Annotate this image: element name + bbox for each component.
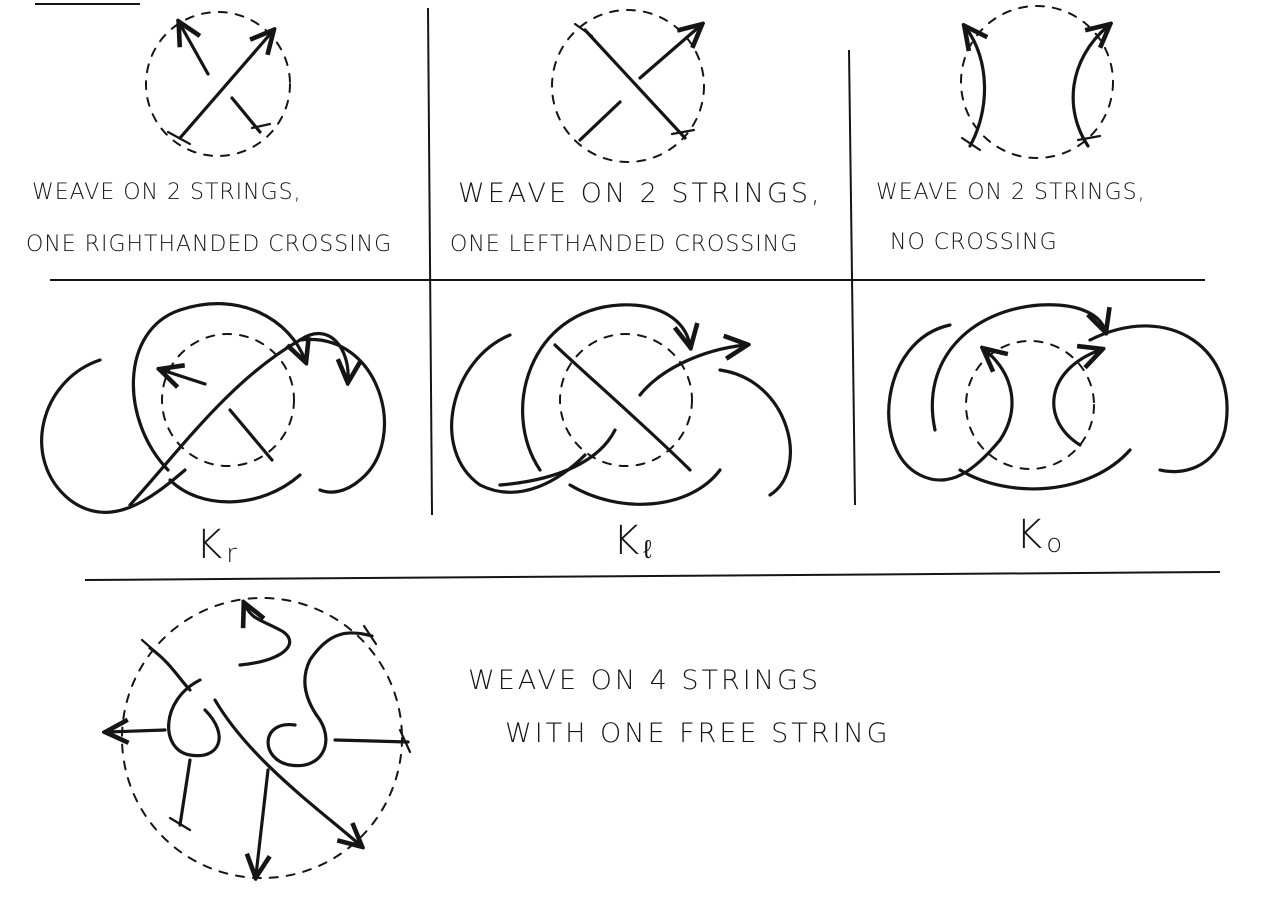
boundary-circle [121, 597, 403, 879]
bottom-arc [958, 448, 1132, 491]
strand-tick-2 [250, 122, 272, 130]
left-exit [108, 730, 167, 732]
upper-arc [930, 303, 1105, 432]
right-strand [1071, 26, 1108, 148]
under-strand-a [638, 26, 700, 80]
diagonal-strand [213, 698, 360, 845]
outer-loop-left [887, 323, 1002, 482]
weave-boundary [965, 340, 1095, 470]
outer-loop-right [718, 368, 792, 497]
under-strand-a [180, 24, 210, 76]
weave-lefthanded-crossing [551, 9, 705, 163]
left-strand [966, 28, 985, 148]
knot-k0 [887, 303, 1229, 491]
caption-weave-l-line1: WEAVE ON 2 STRINGS, [458, 178, 823, 209]
upper-loop [131, 302, 305, 472]
bottom-middle-strand [256, 768, 268, 875]
strand-tick-4 [362, 624, 378, 646]
right-free-strand [333, 738, 410, 744]
strand-tick-2 [670, 128, 696, 136]
knot-kr [40, 302, 386, 514]
boundary-circle [960, 5, 1114, 159]
weave-boundary [161, 333, 295, 467]
strand-tick-1 [573, 22, 594, 38]
outer-loop-right [1088, 324, 1229, 474]
upper-left-strand [148, 646, 192, 692]
label-kr-sub: r [226, 539, 237, 569]
boundary-circle [145, 11, 291, 157]
knot-kl [450, 303, 792, 506]
weave-boundary [559, 333, 693, 467]
main-crossing-strand [128, 332, 348, 507]
outer-loop-left [40, 358, 187, 514]
grid-rules [35, 3, 1221, 581]
strand-tick-2 [1076, 134, 1102, 142]
caption-weave-l-line2: ONE LEFTHANDED CROSSING [450, 232, 799, 257]
bottom-arc [568, 468, 722, 506]
label-k0-sub: o [1046, 529, 1063, 559]
caption-weave-r-line1: WEAVE ON 2 STRINGS, [32, 180, 302, 205]
lower-loop [498, 428, 617, 487]
caption-weave-0-line2: NO CROSSING [890, 230, 1058, 255]
horizontal-divider-lower [84, 571, 1221, 581]
caption-weave4-line2: WITH ONE FREE STRING [505, 718, 891, 749]
label-kl-sub: ℓ [643, 535, 652, 565]
weave-four-strings [108, 597, 412, 879]
boundary-circle [551, 9, 705, 163]
label-kr-base: K [196, 522, 223, 568]
inner-under-strand [228, 408, 274, 462]
caption-weave-0-line1: WEAVE ON 2 STRINGS, [876, 180, 1146, 205]
over-strand [178, 32, 272, 140]
bottom-left-strand [178, 758, 192, 827]
top-strand [238, 605, 292, 667]
strand-tick-1 [168, 816, 192, 832]
outer-loop-right [298, 337, 386, 494]
vertical-divider-1 [427, 7, 433, 516]
inner-tail [162, 370, 207, 384]
strand-tick-1 [166, 130, 192, 146]
strand-tick-1 [960, 136, 982, 152]
caption-weave-r-line2: ONE RIGHTHANDED CROSSING [26, 232, 393, 257]
main-crossing-strand [553, 343, 692, 472]
vertical-divider-2 [848, 49, 856, 506]
weave-no-crossing [960, 5, 1114, 159]
upper-loop [521, 303, 690, 472]
over-strand [583, 28, 687, 140]
inner-left-strand [985, 350, 1014, 442]
outer-loop-left [450, 333, 587, 494]
label-k0-base: K [1016, 512, 1043, 558]
lower-loop [168, 473, 302, 504]
right-loop [266, 631, 374, 768]
strand-tick-3 [140, 638, 160, 656]
caption-weave4-line1: WEAVE ON 4 STRINGS [468, 665, 822, 696]
inner-right-strand [1052, 350, 1100, 447]
right-arc [638, 345, 745, 397]
weave-righthanded-crossing [145, 11, 291, 157]
left-loop [167, 678, 221, 758]
strand-tick-2 [398, 728, 412, 754]
under-strand-b [578, 100, 622, 142]
label-kl-base: K [613, 518, 640, 564]
